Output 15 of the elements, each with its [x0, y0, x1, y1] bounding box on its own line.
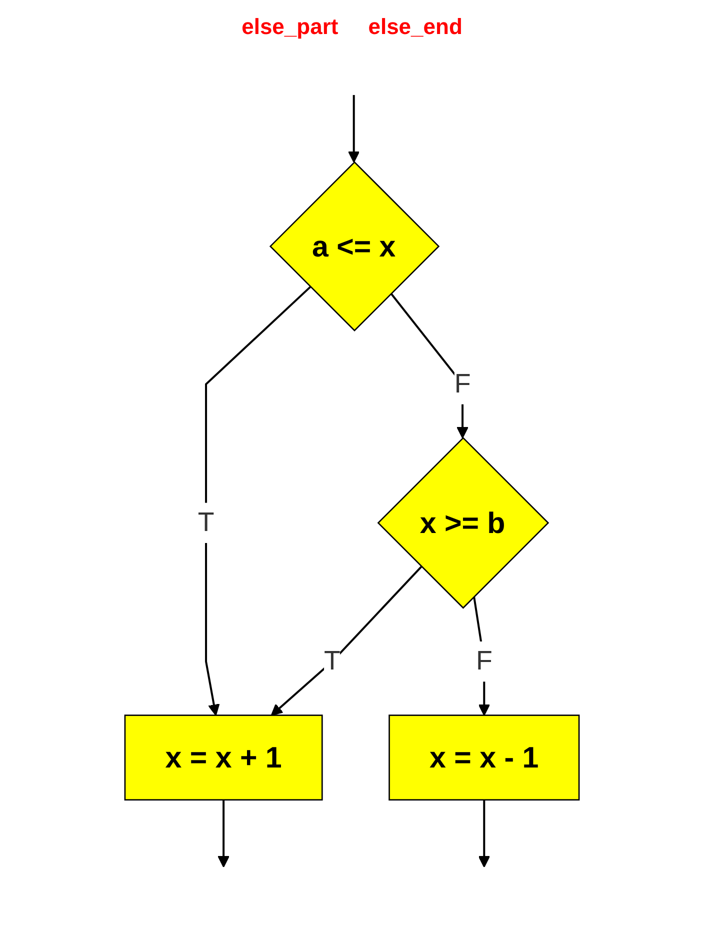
edge-label: F [454, 369, 471, 399]
flow-label: else_part [242, 14, 338, 40]
node-box: x = x + 1 [124, 714, 323, 801]
node-diamond: x >= b [377, 436, 550, 609]
node-diamond: a <= x [269, 161, 440, 332]
edge-label: T [324, 646, 340, 676]
arrow [478, 800, 490, 868]
arrow [270, 566, 422, 716]
edge-label: T [198, 508, 214, 538]
edge-label: F [476, 646, 492, 676]
arrow [205, 286, 311, 716]
node-box: x = x - 1 [388, 714, 580, 801]
arrow [348, 95, 360, 163]
flow-label: else_end [368, 14, 462, 40]
arrow [218, 800, 230, 868]
